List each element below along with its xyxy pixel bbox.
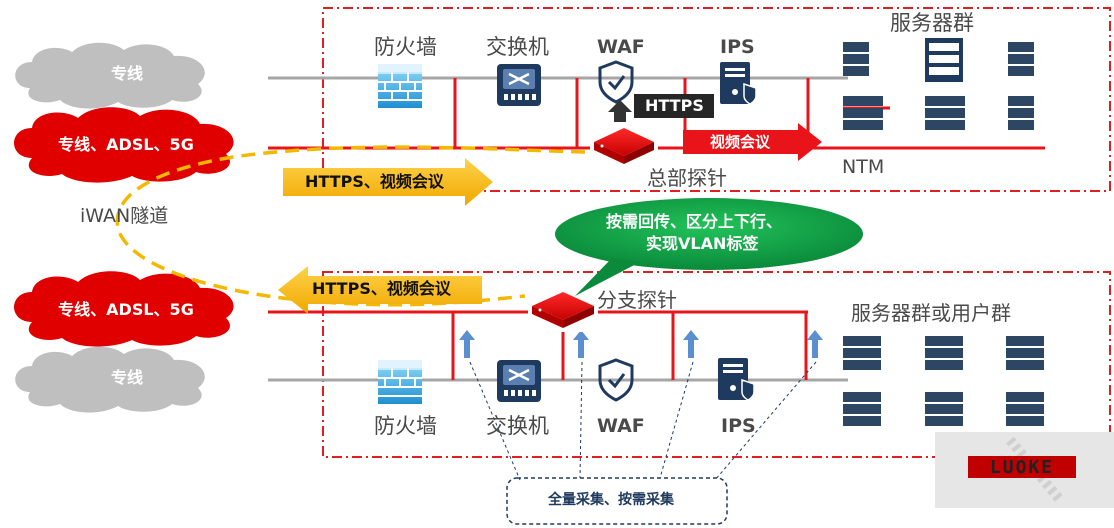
cloud-hq-dedicated	[15, 42, 205, 109]
branch-server-group-label: 服务器群或用户群	[851, 301, 1011, 325]
branch-switch-label: 交换机	[486, 414, 549, 438]
branch-traffic-arrow	[278, 266, 482, 314]
video-conf-tag: 视频会议	[710, 133, 771, 151]
cloud-hq-dedicated-label: 专线	[110, 64, 143, 83]
hq-traffic-arrow	[283, 158, 493, 206]
cloud-hq-mixed-label: 专线、ADSL、5G	[58, 135, 194, 154]
cloud-branch-dedicated-label: 专线	[110, 368, 143, 387]
branch-waf-label: WAF	[597, 415, 645, 437]
hq-firewall-icon	[378, 64, 422, 108]
branch-ips-server-icon	[718, 358, 755, 401]
hq-region-border	[322, 7, 1111, 192]
ntm-label: NTM	[842, 156, 885, 178]
https-tag: HTTPS	[645, 96, 704, 115]
branch-up-arrows	[459, 330, 823, 358]
iwan-tunnel-label: iWAN隧道	[80, 205, 169, 227]
branch-probe-label: 分支探针	[597, 288, 677, 312]
branch-traffic-label: HTTPS、视频会议	[312, 279, 451, 298]
hq-probe-device-icon	[590, 122, 658, 166]
branch-switch-icon	[497, 360, 541, 402]
branch-firewall-label: 防火墙	[374, 414, 437, 438]
branch-waf-shield-icon	[598, 358, 634, 402]
collect-box	[506, 477, 728, 525]
collect-box-label: 全量采集、按需采集	[548, 492, 674, 508]
callout-line-1: 按需回传、区分上下行、	[606, 212, 783, 231]
iwan-tunnel-path	[115, 145, 586, 307]
hq-waf-label: WAF	[597, 36, 645, 58]
hq-switch-label: 交换机	[486, 35, 549, 59]
callout-line-2: 实现VLAN标签	[646, 234, 759, 253]
collect-lines	[469, 361, 817, 481]
video-conf-arrow	[683, 123, 822, 161]
hq-switch-icon	[497, 64, 541, 106]
hq-ips-label: IPS	[720, 36, 755, 58]
https-up-arrow	[608, 94, 714, 124]
hq-probe-label: 总部探针	[647, 166, 727, 190]
logo: LUOKE	[935, 432, 1114, 508]
cloud-branch-mixed	[14, 271, 234, 347]
hq-server-group-label: 服务器群	[890, 11, 974, 35]
branch-server-group	[843, 336, 1044, 426]
branch-firewall-icon	[378, 360, 422, 404]
hq-ips-server-icon	[720, 62, 757, 105]
hq-server-group	[843, 38, 1034, 130]
logo-text: LUOKE	[990, 457, 1054, 478]
branch-probe-device-icon	[528, 286, 598, 332]
hq-waf-shield-icon	[598, 60, 634, 104]
cloud-branch-dedicated	[15, 346, 205, 413]
cloud-hq-mixed	[14, 107, 234, 183]
branch-region-border	[322, 271, 1111, 458]
callout-bubble	[555, 198, 863, 296]
branch-ips-label: IPS	[721, 415, 756, 437]
hq-firewall-label: 防火墙	[374, 35, 437, 59]
cloud-branch-mixed-label: 专线、ADSL、5G	[58, 300, 194, 319]
hq-traffic-label: HTTPS、视频会议	[305, 172, 444, 191]
